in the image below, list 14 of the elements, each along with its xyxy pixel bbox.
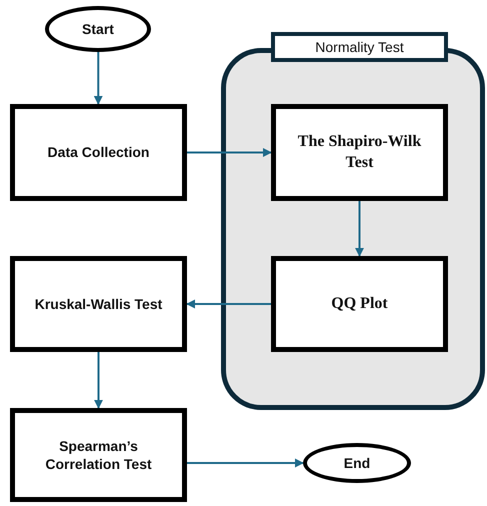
arrow — [94, 352, 103, 409]
arrow — [187, 148, 272, 157]
arrow — [355, 201, 364, 257]
arrow — [94, 52, 103, 105]
process-box: The Shapiro-Wilk Test — [271, 104, 448, 201]
process-box: Kruskal-Wallis Test — [10, 256, 187, 352]
arrow — [187, 458, 304, 468]
process-box: Spearman’s Correlation Test — [10, 408, 187, 502]
process-box: QQ Plot — [271, 256, 448, 352]
terminal-oval: End — [303, 443, 411, 483]
arrow — [186, 300, 271, 308]
terminal-oval: Start — [45, 6, 151, 52]
group-heading: Normality Test — [271, 32, 448, 62]
process-box: Data Collection — [10, 104, 187, 201]
